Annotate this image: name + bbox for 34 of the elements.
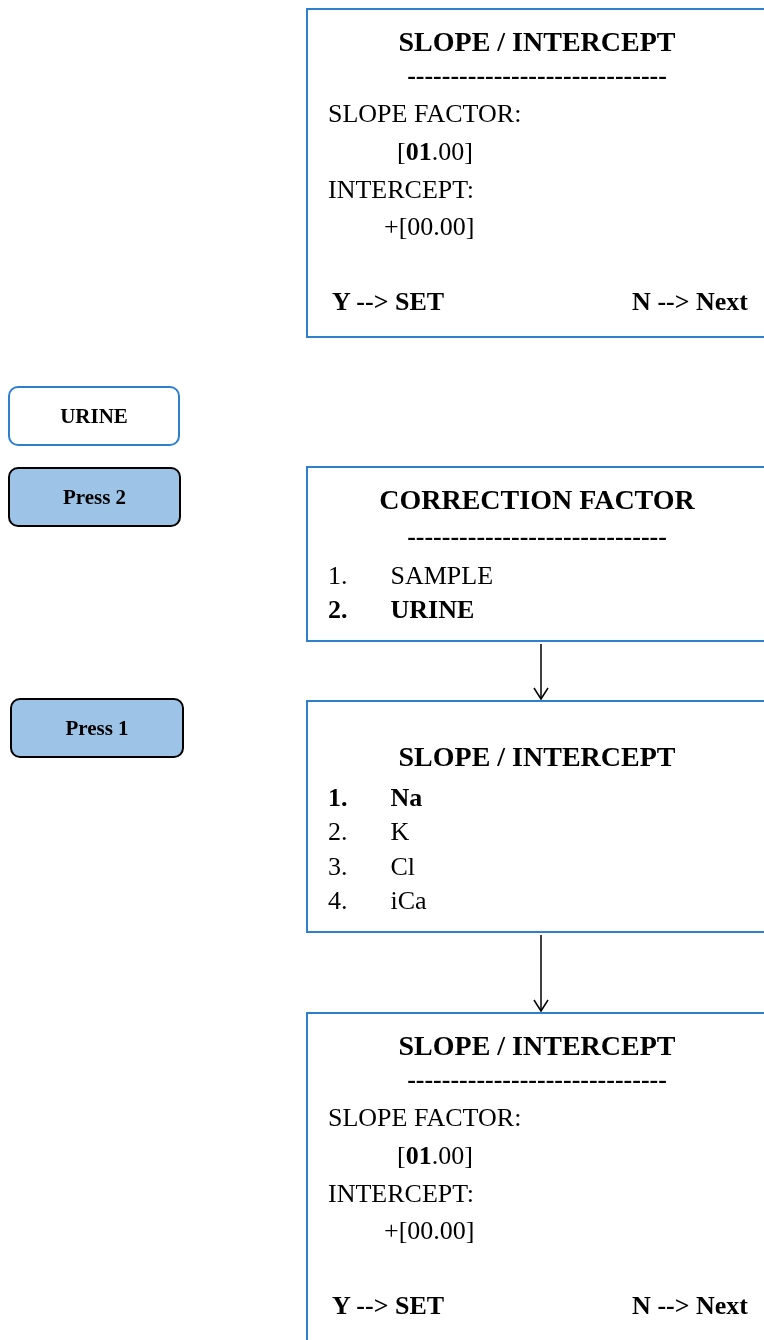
screen-title: SLOPE / INTERCEPT (397, 742, 677, 772)
divider-dashes: ------------------------------ (406, 522, 668, 552)
key-instruction: Press 1 (10, 698, 184, 758)
menu-item: 2. K (328, 817, 410, 847)
softkey-hint: Y --> SET (332, 1291, 445, 1321)
divider-dashes: ------------------------------ (406, 61, 668, 91)
menu-item: 1. Na (328, 783, 423, 813)
display-screen (306, 466, 764, 642)
field-value: [01.00] (397, 1141, 473, 1171)
arrow (533, 934, 549, 1012)
menu-item: 3. Cl (328, 852, 416, 882)
field-label: SLOPE FACTOR: (328, 1103, 522, 1133)
field-label: INTERCEPT: (328, 1179, 475, 1209)
display-screen (306, 1012, 764, 1340)
field-value: [01.00] (397, 137, 473, 167)
softkey-hint: N --> Next (632, 287, 748, 317)
softkey-hint: N --> Next (632, 1291, 748, 1321)
divider-dashes: ------------------------------ (406, 1065, 668, 1095)
field-value: +[00.00] (384, 1216, 475, 1246)
display-screen (306, 700, 764, 933)
menu-item: 2. URINE (328, 595, 475, 625)
mode-label: URINE (8, 386, 180, 446)
menu-item: 1. SAMPLE (328, 561, 494, 591)
screen-title: SLOPE / INTERCEPT (397, 27, 677, 57)
key-instruction: Press 2 (8, 467, 181, 527)
softkey-hint: Y --> SET (332, 287, 445, 317)
display-screen (306, 8, 764, 338)
menu-item: 4. iCa (328, 886, 427, 916)
screen-title: CORRECTION FACTOR (378, 485, 696, 515)
field-label: SLOPE FACTOR: (328, 99, 522, 129)
field-label: INTERCEPT: (328, 175, 475, 205)
field-value: +[00.00] (384, 212, 475, 242)
screen-title: SLOPE / INTERCEPT (397, 1031, 677, 1061)
arrow (533, 643, 549, 700)
